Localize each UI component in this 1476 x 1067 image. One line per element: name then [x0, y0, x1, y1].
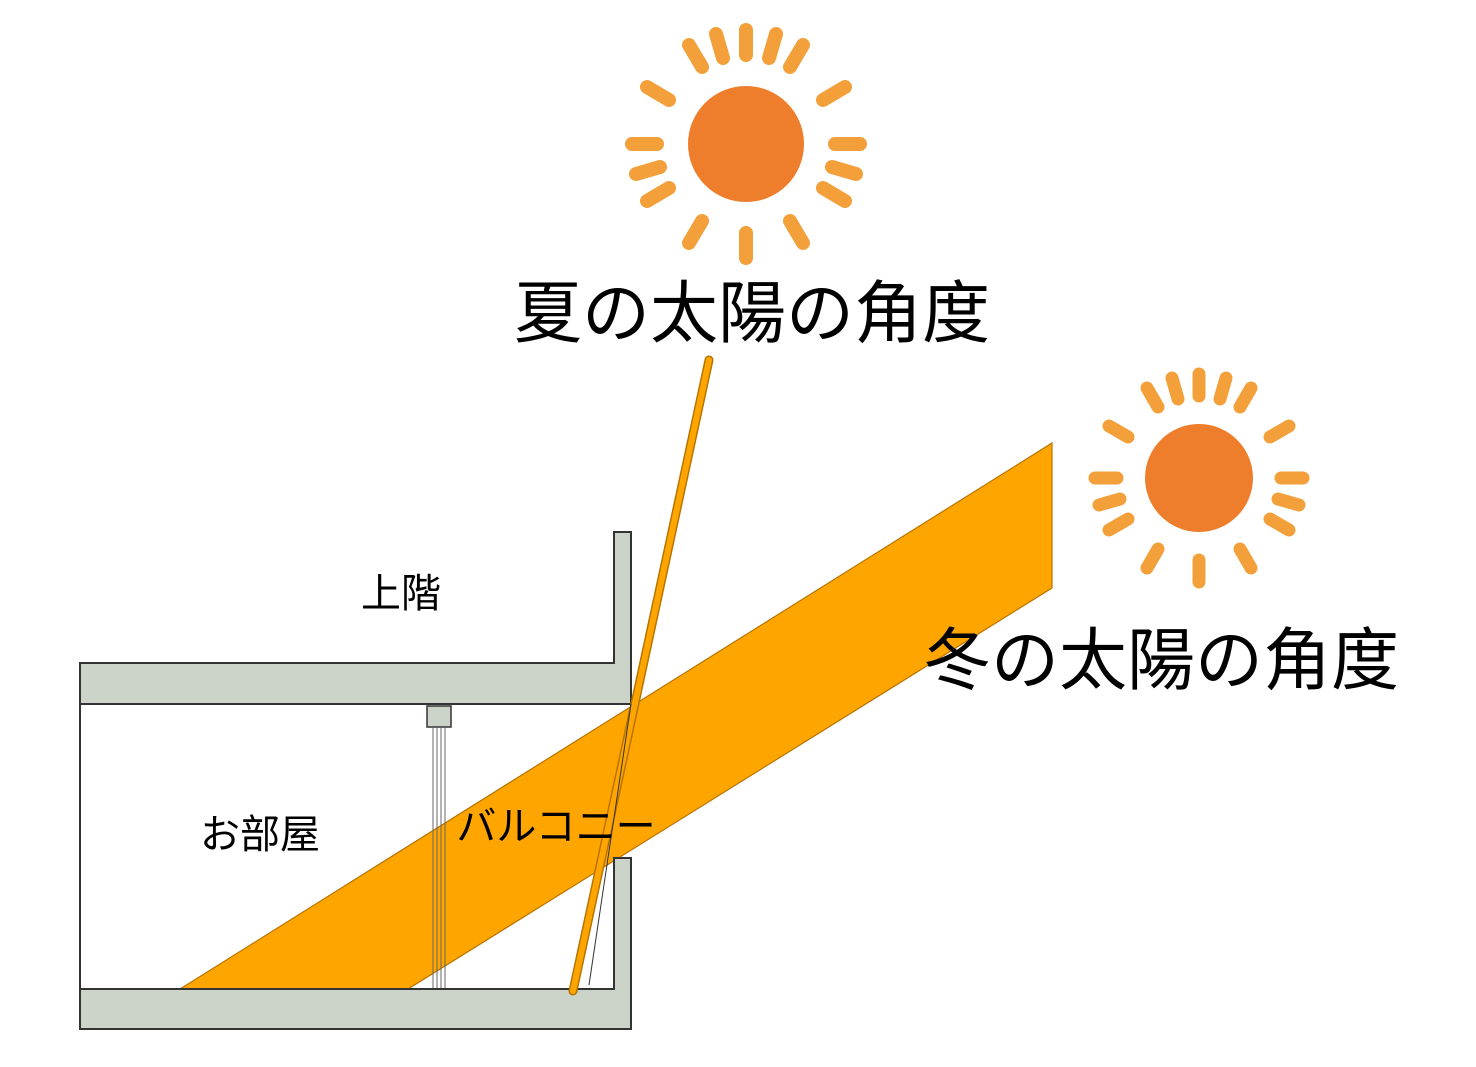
lower-floor-slab — [79, 857, 632, 1030]
summer-sunlight-ray — [568, 355, 714, 996]
building-section — [79, 531, 632, 1030]
upper-floor-slab — [79, 531, 632, 705]
room-label: お部屋 — [200, 812, 320, 858]
window-sash — [426, 705, 452, 988]
balcony-label: バルコニー — [456, 804, 655, 850]
winter-sun-icon — [1088, 367, 1310, 589]
summer-sun-icon — [625, 23, 867, 265]
upstairs-label: 上階 — [361, 571, 441, 617]
beam-edge-line — [588, 703, 632, 986]
summer-angle-label: 夏の太陽の角度 — [514, 275, 990, 354]
winter-angle-label: 冬の太陽の角度 — [923, 622, 1399, 701]
